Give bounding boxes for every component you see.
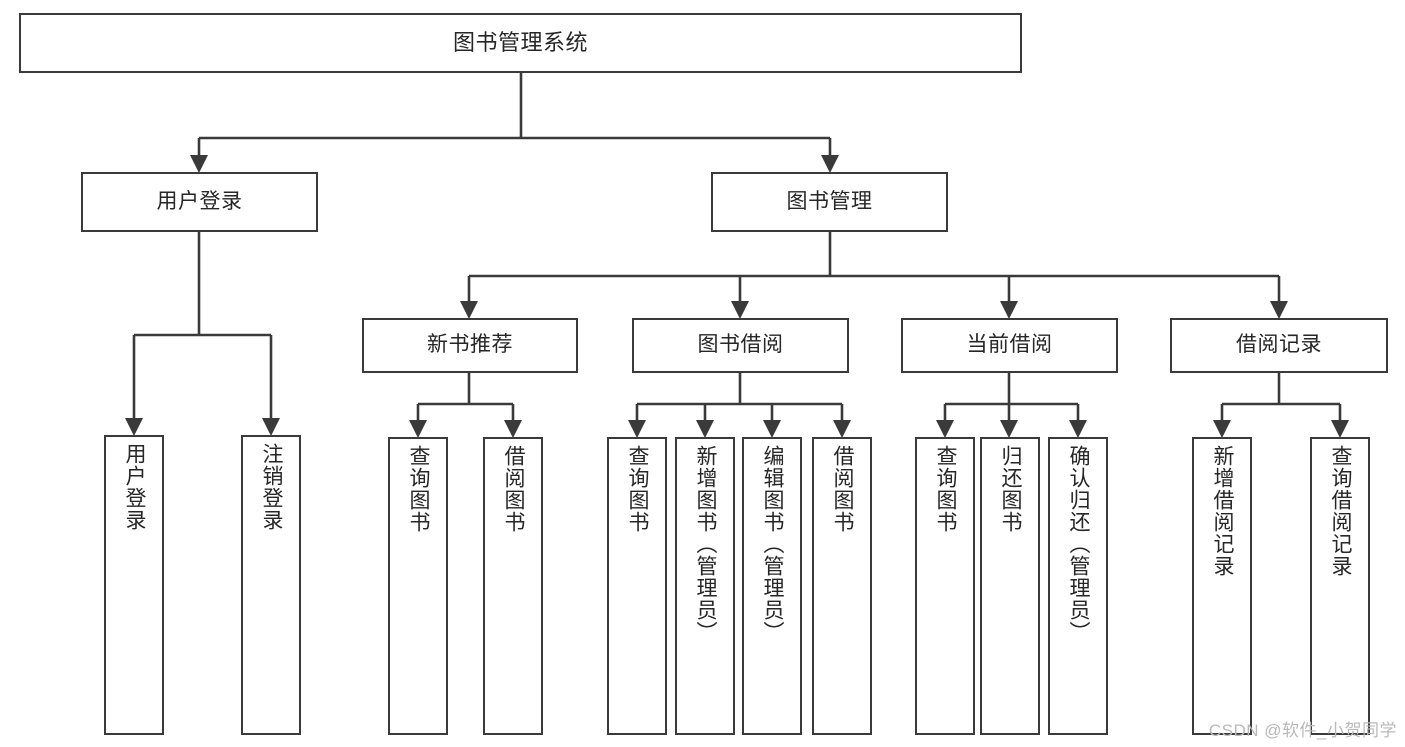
- node-leaf-edit-book-label: 编辑图书（管理员）: [761, 445, 785, 643]
- node-root-label: 图书管理系统: [452, 30, 588, 56]
- node-leaf-add-book[interactable]: 新增图书（管理员）: [675, 437, 735, 735]
- node-book-management-label: 图书管理: [786, 189, 873, 213]
- node-current-borrow[interactable]: 当前借阅: [901, 318, 1118, 373]
- node-leaf-return-book[interactable]: 归还图书: [980, 437, 1040, 735]
- node-leaf-add-book-label: 新增图书（管理员）: [694, 445, 718, 643]
- node-new-book-recommend-label: 新书推荐: [427, 333, 513, 357]
- node-leaf-add-record-label: 新增借阅记录: [1211, 445, 1235, 577]
- node-leaf-query-book-3[interactable]: 查询图书: [915, 437, 975, 735]
- node-leaf-logout[interactable]: 注销登录: [241, 435, 301, 735]
- node-current-borrow-label: 当前借阅: [966, 333, 1053, 357]
- node-book-management[interactable]: 图书管理: [711, 172, 948, 232]
- node-user-login-label: 用户登录: [156, 189, 243, 213]
- watermark: CSDN @软件_小贺同学: [1208, 721, 1397, 740]
- node-leaf-borrow-book-1[interactable]: 借阅图书: [483, 437, 543, 735]
- node-leaf-query-record[interactable]: 查询借阅记录: [1310, 437, 1370, 735]
- node-book-borrow-label: 图书借阅: [697, 333, 784, 357]
- node-leaf-confirm-return[interactable]: 确认归还（管理员）: [1048, 437, 1108, 735]
- node-leaf-borrow-book-2[interactable]: 借阅图书: [812, 437, 872, 735]
- node-borrow-record-label: 借阅记录: [1236, 333, 1322, 357]
- node-root[interactable]: 图书管理系统: [19, 13, 1022, 73]
- node-user-login[interactable]: 用户登录: [81, 172, 318, 232]
- node-leaf-query-book-2[interactable]: 查询图书: [607, 437, 667, 735]
- node-leaf-query-book-2-label: 查询图书: [626, 445, 650, 533]
- node-leaf-logout-label: 注销登录: [260, 443, 284, 531]
- node-leaf-user-login-label: 用户登录: [123, 443, 147, 531]
- node-leaf-query-book-3-label: 查询图书: [934, 445, 958, 533]
- node-leaf-return-book-label: 归还图书: [999, 445, 1023, 533]
- node-borrow-record[interactable]: 借阅记录: [1170, 318, 1388, 373]
- node-leaf-borrow-book-2-label: 借阅图书: [831, 445, 855, 533]
- node-leaf-query-record-label: 查询借阅记录: [1329, 445, 1353, 577]
- node-leaf-query-book-1[interactable]: 查询图书: [388, 437, 448, 735]
- node-leaf-edit-book[interactable]: 编辑图书（管理员）: [742, 437, 802, 735]
- node-leaf-borrow-book-1-label: 借阅图书: [502, 445, 526, 533]
- node-leaf-add-record[interactable]: 新增借阅记录: [1192, 437, 1252, 735]
- node-leaf-query-book-1-label: 查询图书: [407, 445, 431, 533]
- node-leaf-confirm-return-label: 确认归还（管理员）: [1067, 445, 1091, 643]
- node-book-borrow[interactable]: 图书借阅: [632, 318, 849, 373]
- node-leaf-user-login[interactable]: 用户登录: [104, 435, 164, 735]
- node-new-book-recommend[interactable]: 新书推荐: [362, 318, 578, 373]
